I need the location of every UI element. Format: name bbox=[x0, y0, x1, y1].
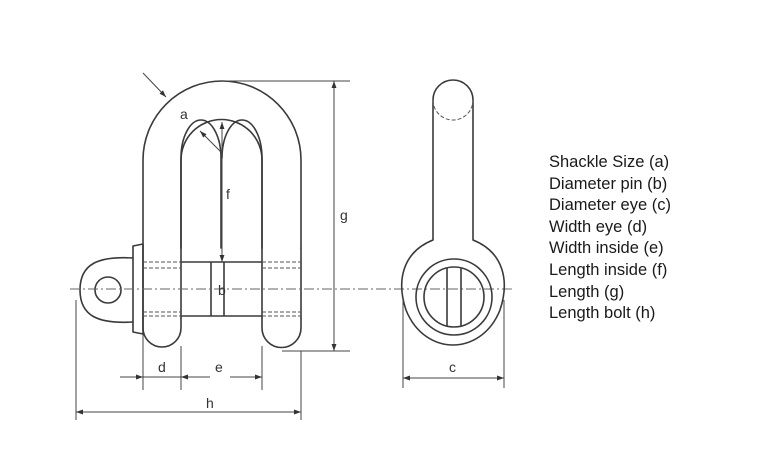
legend-item: Shackle Size (a) bbox=[549, 153, 670, 171]
bolt-hidden-lines bbox=[143, 261, 301, 317]
legend-item: Length bolt (h) bbox=[549, 304, 656, 323]
label-g: g bbox=[340, 207, 348, 223]
side-view-hidden-arc bbox=[432, 99, 474, 121]
bolt-eye bbox=[79, 256, 134, 324]
side-view-outline bbox=[400, 79, 506, 346]
shackle-inner-arch bbox=[180, 118, 263, 249]
legend-item: Length inside (f) bbox=[549, 260, 668, 279]
dim-a-line-2 bbox=[199, 130, 223, 154]
side-view-pin-slot bbox=[446, 268, 462, 326]
label-b: b bbox=[218, 282, 226, 298]
dimension-legend: Shackle Size (a) Diameter pin (b) Diamet… bbox=[549, 152, 671, 325]
side-view-pin-head bbox=[423, 266, 485, 328]
label-a: a bbox=[180, 106, 188, 122]
legend-item: Length (g) bbox=[549, 282, 625, 301]
bolt-eye-hole bbox=[94, 276, 122, 304]
label-d: d bbox=[158, 359, 166, 375]
label-h: h bbox=[206, 395, 214, 411]
legend-item: Width eye (d) bbox=[549, 217, 648, 236]
side-view-boss bbox=[415, 258, 493, 336]
legend-item: Width inside (e) bbox=[549, 239, 664, 258]
label-c: c bbox=[449, 359, 456, 375]
label-f: f bbox=[226, 186, 230, 202]
legend-item: Diameter pin (b) bbox=[549, 174, 668, 193]
dim-a-line bbox=[142, 72, 167, 98]
legend-item: Diameter eye (c) bbox=[549, 196, 671, 215]
label-e: e bbox=[215, 359, 223, 375]
